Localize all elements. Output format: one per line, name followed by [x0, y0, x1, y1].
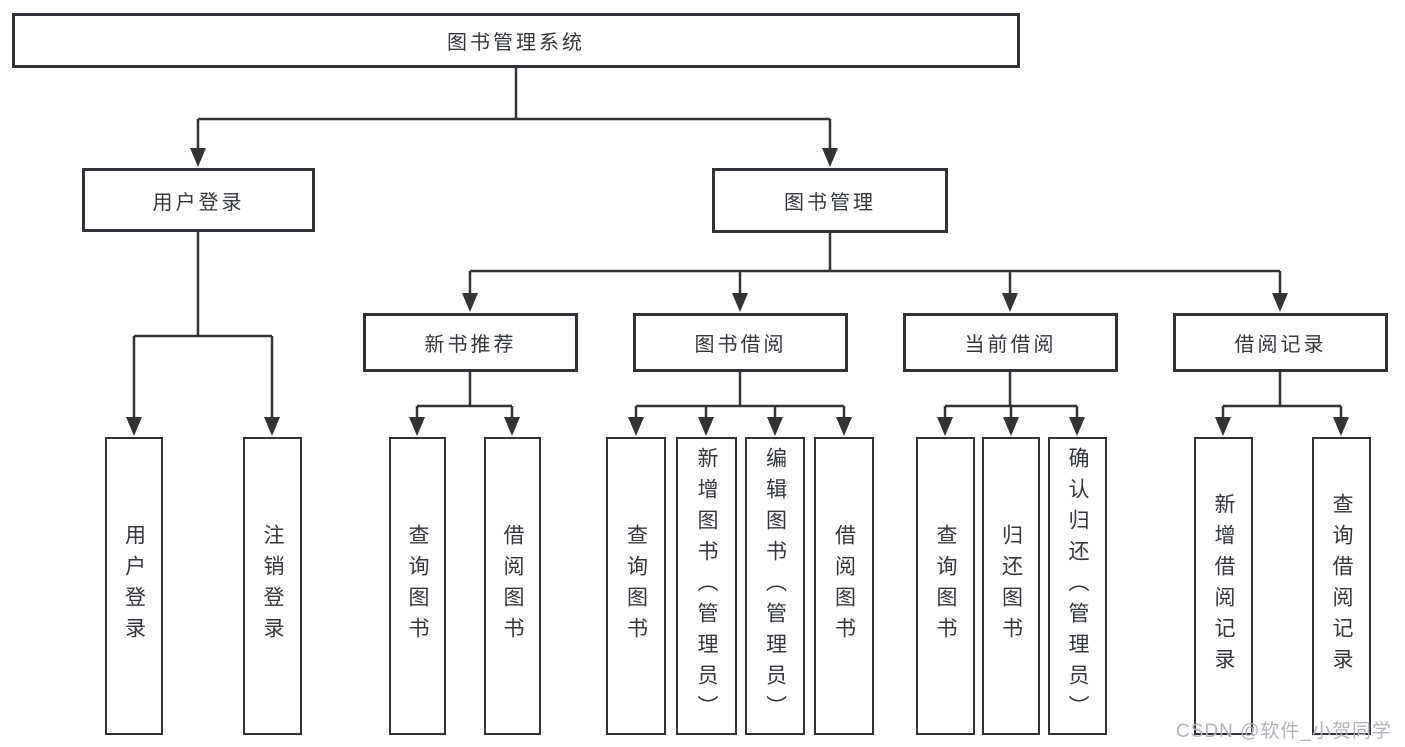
leaf-label: 新增图书（管理员） — [695, 446, 718, 726]
leaf-query-book-3: 查询图书 — [916, 437, 975, 735]
node-system-root: 图书管理系统 — [12, 13, 1020, 68]
leaf-query-book-2: 查询图书 — [606, 437, 666, 735]
leaf-label: 新增借阅记录 — [1212, 493, 1235, 679]
leaf-label: 确认归还（管理员） — [1066, 446, 1089, 726]
leaf-logout: 注销登录 — [243, 437, 302, 735]
leaf-label: 注销登录 — [261, 524, 284, 648]
node-current-borrow: 当前借阅 — [903, 313, 1118, 372]
node-book-management: 图书管理 — [712, 168, 948, 233]
leaf-edit-book-admin: 编辑图书（管理员） — [745, 437, 805, 735]
leaf-return-book: 归还图书 — [982, 437, 1040, 735]
leaf-label: 用户登录 — [122, 524, 146, 648]
arrowheads — [126, 148, 1349, 436]
leaf-label: 归还图书 — [999, 524, 1023, 648]
leaf-label: 查询图书 — [624, 524, 648, 648]
node-borrow-record: 借阅记录 — [1173, 313, 1388, 372]
leaf-label: 查询图书 — [934, 524, 957, 648]
leaf-label: 查询借阅记录 — [1330, 493, 1353, 679]
node-user-login: 用户登录 — [82, 168, 315, 232]
leaf-label: 查询图书 — [406, 524, 429, 648]
leaf-borrow-book-1: 借阅图书 — [484, 437, 541, 735]
leaf-query-borrow-record: 查询借阅记录 — [1312, 437, 1371, 735]
leaf-add-book-admin: 新增图书（管理员） — [676, 437, 737, 735]
node-book-borrow: 图书借阅 — [633, 313, 848, 372]
csdn-watermark: CSDN @软件_小贺同学 — [1176, 721, 1392, 742]
leaf-label: 借阅图书 — [501, 524, 524, 648]
node-new-book-recommend: 新书推荐 — [363, 313, 578, 372]
leaf-label: 编辑图书（管理员） — [763, 446, 787, 726]
leaf-borrow-book-2: 借阅图书 — [814, 437, 874, 735]
leaf-user-login: 用户登录 — [105, 437, 163, 735]
leaf-query-book-1: 查询图书 — [389, 437, 446, 735]
leaf-label: 借阅图书 — [832, 524, 856, 648]
leaf-confirm-return-admin: 确认归还（管理员） — [1048, 437, 1107, 735]
leaf-add-borrow-record: 新增借阅记录 — [1194, 437, 1253, 735]
